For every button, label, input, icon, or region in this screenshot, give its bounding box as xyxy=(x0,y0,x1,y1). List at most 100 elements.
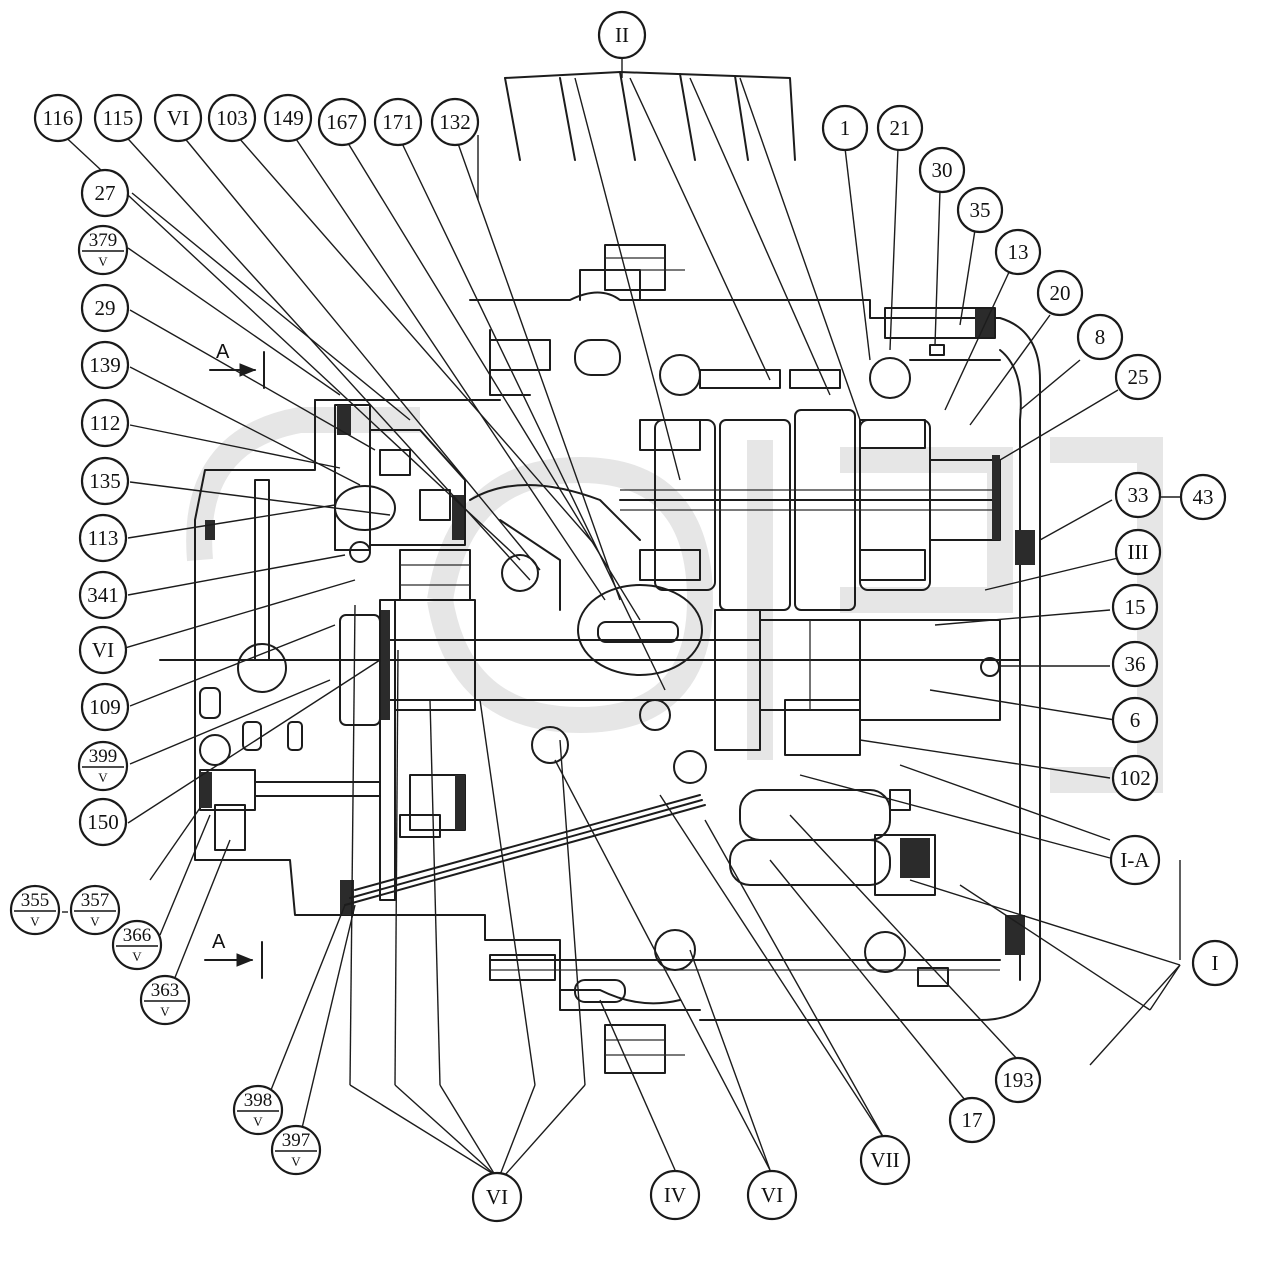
callout-1: 1 xyxy=(821,104,869,152)
callout-VI-bottom: VI xyxy=(471,1171,523,1223)
callout-21: 21 xyxy=(876,104,924,152)
svg-text:IV: IV xyxy=(664,1183,686,1207)
svg-text:193: 193 xyxy=(1002,1068,1034,1092)
svg-text:17: 17 xyxy=(962,1108,983,1132)
svg-text:139: 139 xyxy=(89,353,121,377)
svg-text:102: 102 xyxy=(1119,766,1151,790)
svg-text:36: 36 xyxy=(1125,652,1146,676)
svg-text:1: 1 xyxy=(840,116,851,140)
svg-text:398: 398 xyxy=(244,1090,273,1111)
callout-341: 341 xyxy=(78,570,128,620)
callout-17: 17 xyxy=(948,1096,996,1144)
svg-text:I: I xyxy=(1212,951,1219,975)
svg-text:V: V xyxy=(291,1154,301,1169)
svg-text:103: 103 xyxy=(216,106,248,130)
svg-text:112: 112 xyxy=(90,411,121,435)
svg-text:149: 149 xyxy=(272,106,304,130)
svg-text:109: 109 xyxy=(89,695,121,719)
lower-countershaft xyxy=(489,307,1035,1003)
svg-text:V: V xyxy=(90,914,100,929)
watermark xyxy=(186,407,1163,793)
main-shaft xyxy=(159,484,1021,784)
svg-text:35: 35 xyxy=(970,198,991,222)
callout-35: 35 xyxy=(956,186,1004,234)
callout-102: 102 xyxy=(1111,754,1159,802)
callout-6: 6 xyxy=(1111,696,1159,744)
callout-27: 27 xyxy=(80,168,130,218)
svg-text:397: 397 xyxy=(282,1130,311,1151)
callout-IV: IV xyxy=(649,1169,701,1221)
callout-139: 139 xyxy=(80,340,130,390)
callout-I-A: I-A xyxy=(1109,834,1161,886)
callout-II: II xyxy=(597,10,647,60)
svg-text:II: II xyxy=(615,23,629,47)
svg-text:171: 171 xyxy=(382,110,414,134)
callout-20: 20 xyxy=(1036,269,1084,317)
svg-text:21: 21 xyxy=(890,116,911,140)
svg-text:357: 357 xyxy=(81,890,110,911)
svg-text:363: 363 xyxy=(151,980,180,1001)
svg-text:VI: VI xyxy=(92,638,114,662)
section-label-top: A xyxy=(216,341,230,363)
callout-III: III xyxy=(1114,528,1162,576)
callout-VI-left: VI xyxy=(78,625,128,675)
lower-mounting-boss xyxy=(489,954,685,1074)
housing-outline xyxy=(194,71,1041,1021)
svg-text:379: 379 xyxy=(89,230,118,251)
svg-text:341: 341 xyxy=(87,583,119,607)
svg-text:V: V xyxy=(30,914,40,929)
svg-text:132: 132 xyxy=(439,110,471,134)
callout-13: 13 xyxy=(994,228,1042,276)
callout-109: 109 xyxy=(80,682,130,732)
svg-text:150: 150 xyxy=(87,810,119,834)
section-marker-bottom: A xyxy=(204,931,263,979)
lower-diagonal-rod xyxy=(344,794,706,906)
svg-text:167: 167 xyxy=(326,110,358,134)
callout-150: 150 xyxy=(78,797,128,847)
callout-113: 113 xyxy=(78,513,128,563)
callout-I: I xyxy=(1191,939,1239,987)
callout-33: 33 xyxy=(1114,471,1162,519)
leader-lines xyxy=(57,55,1182,1176)
svg-text:355: 355 xyxy=(21,890,50,911)
callout-167: 167 xyxy=(317,97,367,147)
svg-text:I-A: I-A xyxy=(1120,848,1150,872)
upper-mounting-boss xyxy=(489,244,685,371)
svg-text:135: 135 xyxy=(89,469,121,493)
callout-29: 29 xyxy=(80,283,130,333)
svg-text:8: 8 xyxy=(1095,325,1106,349)
svg-text:20: 20 xyxy=(1050,281,1071,305)
callout-112: 112 xyxy=(80,398,130,448)
callout-25: 25 xyxy=(1114,353,1162,401)
callout-132: 132 xyxy=(430,97,480,147)
svg-text:6: 6 xyxy=(1130,708,1141,732)
svg-text:VI: VI xyxy=(167,106,189,130)
svg-text:V: V xyxy=(98,770,108,785)
callout-171: 171 xyxy=(373,97,423,147)
svg-text:29: 29 xyxy=(95,296,116,320)
svg-text:V: V xyxy=(160,1004,170,1019)
svg-text:399: 399 xyxy=(89,746,118,767)
svg-text:33: 33 xyxy=(1128,483,1149,507)
svg-text:V: V xyxy=(132,949,142,964)
callout-36: 36 xyxy=(1111,640,1159,688)
svg-text:13: 13 xyxy=(1008,240,1029,264)
svg-text:115: 115 xyxy=(103,106,134,130)
svg-text:30: 30 xyxy=(932,158,953,182)
upper-gear-stack xyxy=(574,339,1001,611)
svg-text:VII: VII xyxy=(870,1148,899,1172)
callout-193: 193 xyxy=(994,1056,1042,1104)
svg-text:113: 113 xyxy=(88,526,119,550)
svg-text:15: 15 xyxy=(1125,595,1146,619)
section-marker-top: A xyxy=(209,341,265,389)
input-cover-group xyxy=(199,404,466,915)
lower-output-flange xyxy=(199,769,466,851)
callout-VII: VII xyxy=(859,1134,911,1186)
callout-103: 103 xyxy=(207,93,257,143)
